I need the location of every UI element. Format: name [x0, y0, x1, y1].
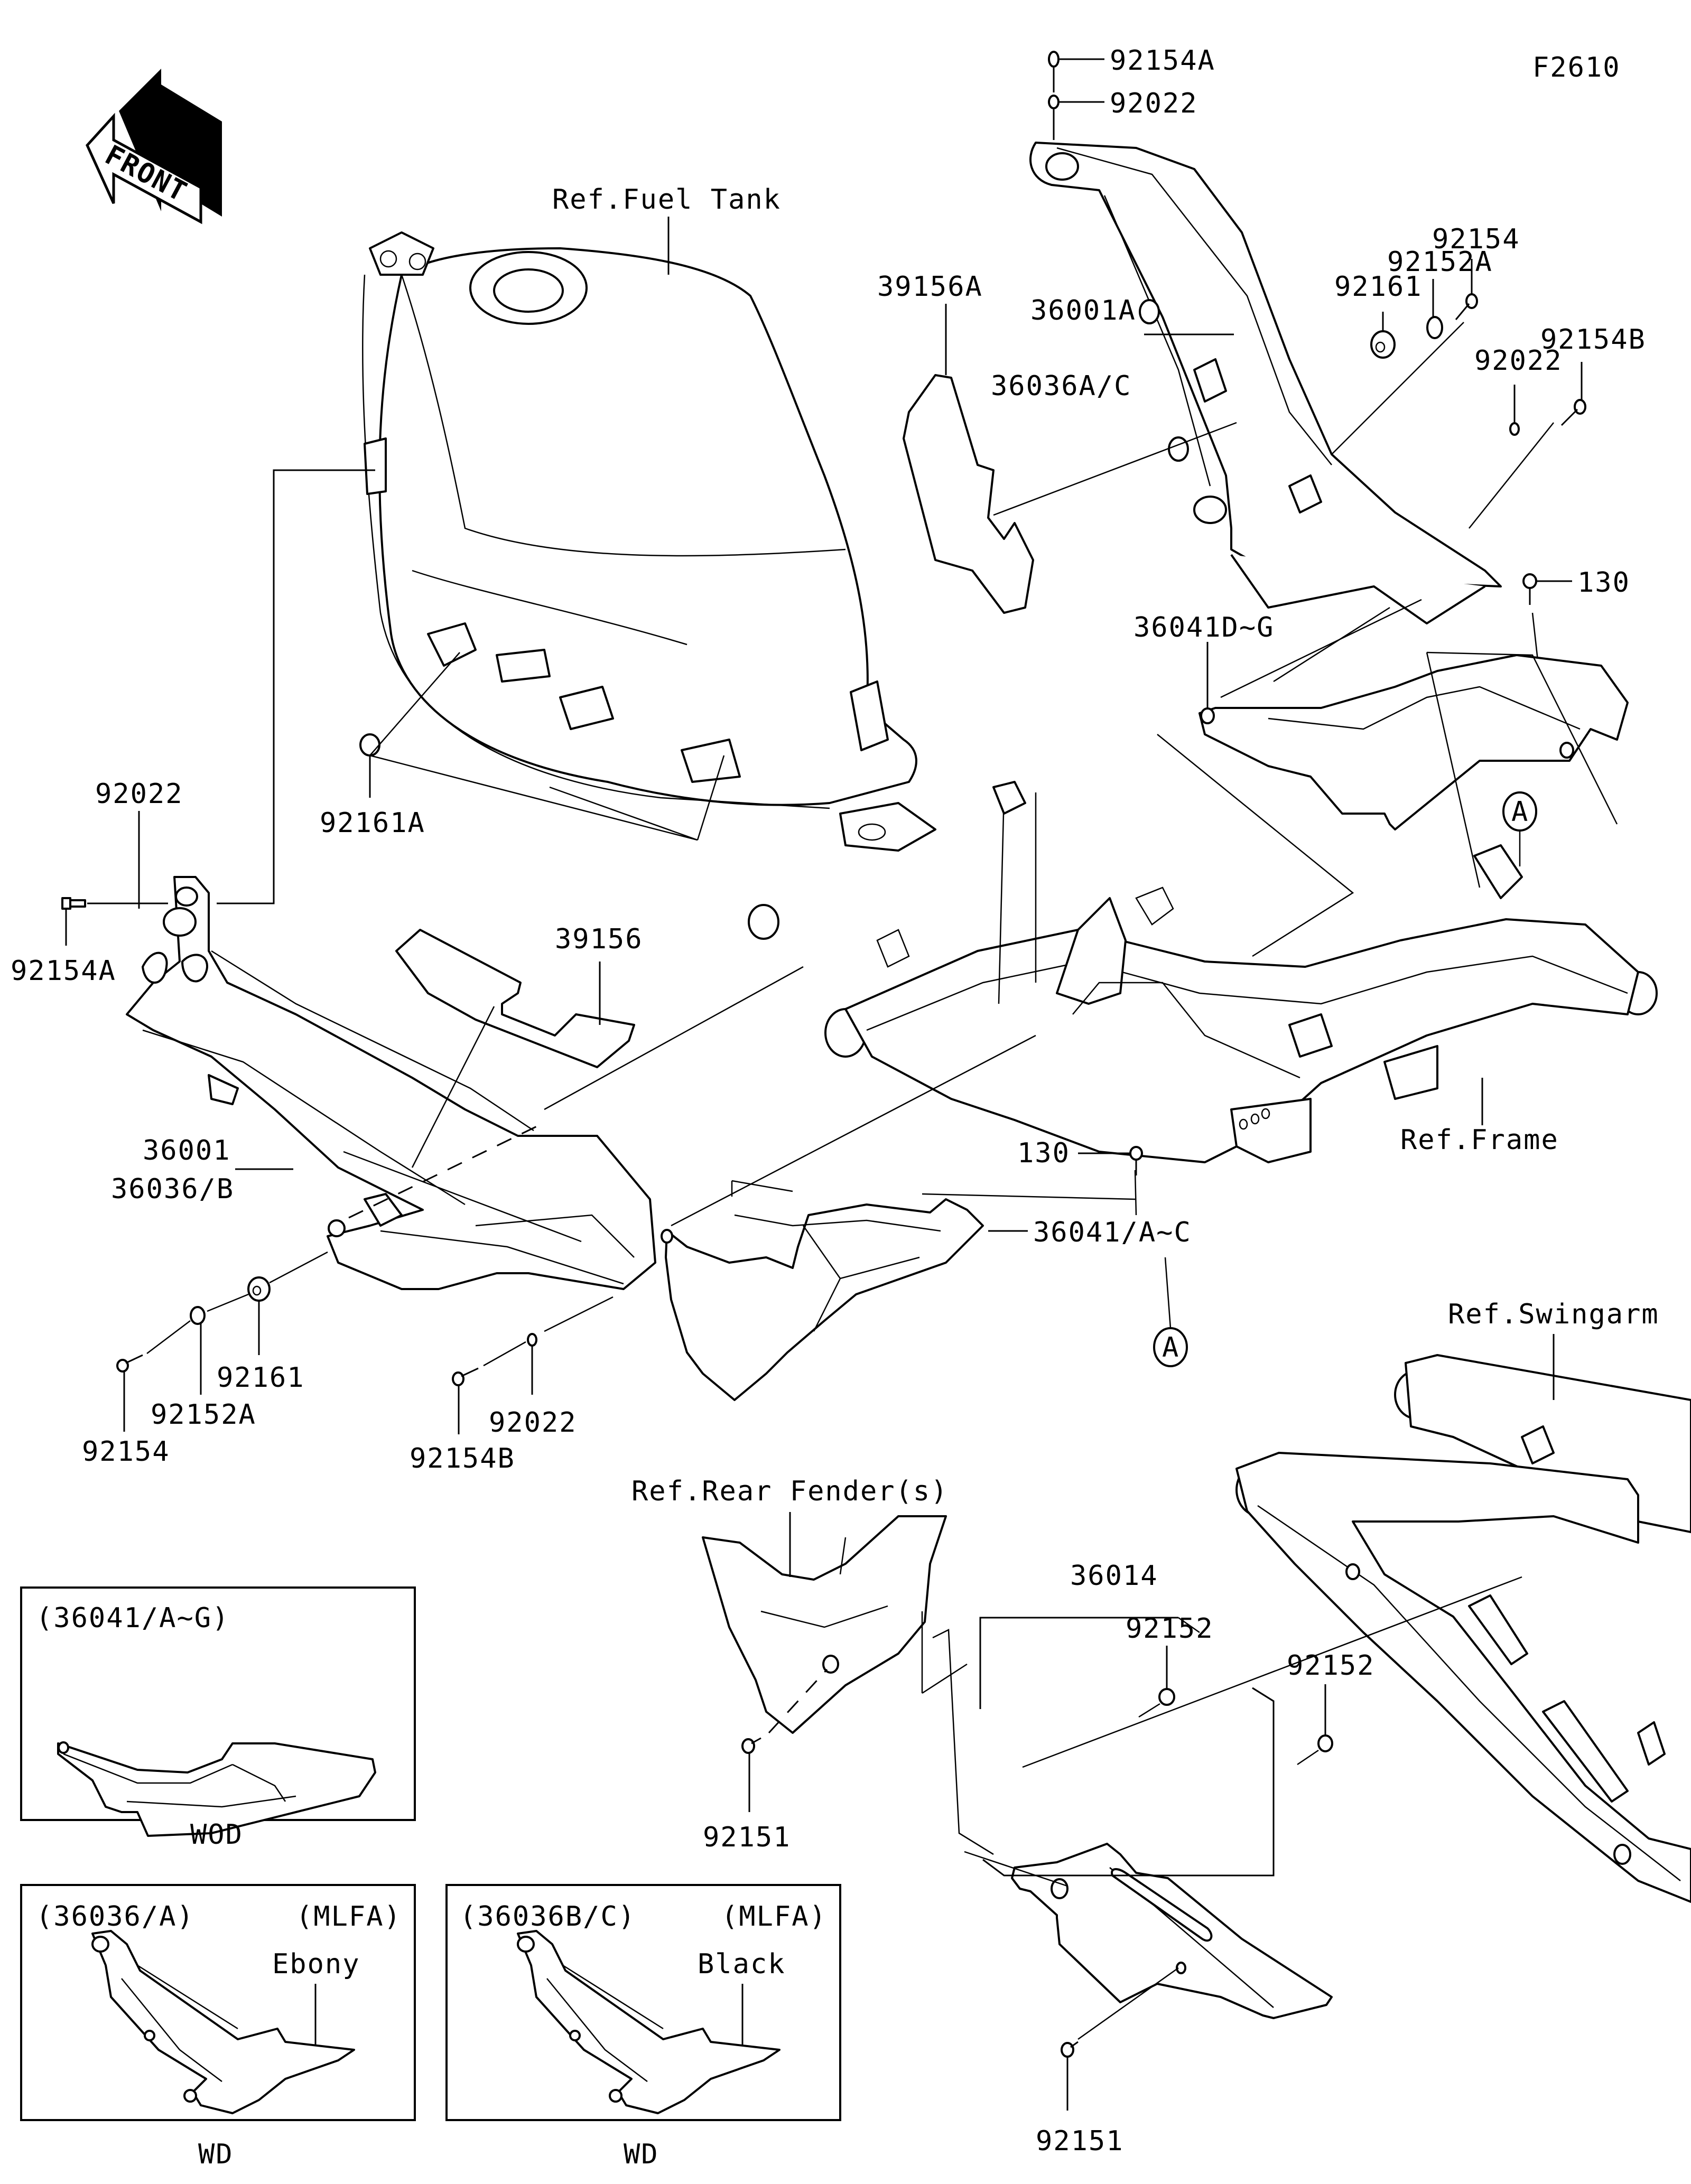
pad-39156	[395, 929, 635, 1068]
label-36036B: 36036/B	[111, 1173, 234, 1205]
label-92161A: 92161A	[320, 807, 425, 839]
inset-caption-wd-1: WD	[198, 2139, 234, 2170]
ref-rear-fender-label: Ref.Rear Fender(s)	[631, 1476, 949, 1507]
label-130-right: 130	[1577, 567, 1630, 599]
label-36001A: 36001A	[1030, 295, 1136, 326]
label-92152-b: 92152	[1287, 1650, 1375, 1682]
inset-box-36036BC-black: (36036B/C) (MLFA) Black WD	[445, 1884, 841, 2170]
swingarm-reference	[1235, 1354, 1691, 1903]
bolt-92151-fender-icon	[741, 1737, 761, 1754]
grommet-92161-left-icon	[247, 1276, 271, 1302]
leader-36014	[979, 1617, 1178, 1709]
label-92022-right: 92022	[1474, 345, 1563, 377]
label-92022-top: 92022	[1110, 88, 1198, 119]
label-92161-right: 92161	[1334, 271, 1423, 303]
inset-color-ebony: Ebony	[272, 1948, 360, 1980]
ref-fuel-tank-label: Ref.Fuel Tank	[552, 184, 781, 216]
label-92154B-right: 92154B	[1540, 324, 1646, 356]
frame-reference	[748, 781, 1658, 1163]
washer-92022-right-icon	[1509, 422, 1520, 436]
svg-text:A: A	[1162, 1332, 1179, 1364]
washer-92022-left-low-icon	[527, 1333, 537, 1347]
label-36001: 36001	[143, 1135, 231, 1166]
inset-box-36041-wod: (36041/A~G) WOD	[20, 1586, 416, 1851]
label-92154A-top: 92154A	[1110, 45, 1215, 77]
inset-tag-mlfa-1: (MLFA)	[296, 1901, 402, 1933]
label-92151-fender: 92151	[703, 1822, 791, 1853]
bolt-92154A-top-icon	[1048, 51, 1060, 68]
grommet-92161-right-icon	[1370, 330, 1396, 359]
inset-tag-mlfa-2: (MLFA)	[721, 1901, 827, 1933]
svg-text:A: A	[1511, 796, 1529, 828]
inset-title-36036BC: (36036B/C)	[460, 1901, 636, 1933]
reference-marker-A-top: A	[1502, 791, 1537, 832]
label-92154-right: 92154	[1432, 223, 1520, 255]
label-92154A-left: 92154A	[11, 955, 116, 987]
label-92152A-right: 92152A	[1387, 246, 1493, 278]
inset-title-36041: (36041/A~G)	[36, 1602, 229, 1634]
collar-92152A-left-icon	[190, 1306, 206, 1325]
nut-92152-b-icon	[1317, 1734, 1333, 1752]
label-92154-left: 92154	[82, 1436, 170, 1468]
inset-caption-wd-2: WD	[624, 2139, 659, 2170]
inset-caption-wod: WOD	[190, 1819, 243, 1851]
reference-marker-A-bottom: A	[1153, 1327, 1188, 1367]
label-92152A-left: 92152A	[151, 1399, 256, 1431]
rear-fender-reference	[702, 1515, 947, 1734]
label-92152-a: 92152	[1126, 1613, 1214, 1645]
label-92022-left: 92022	[95, 778, 183, 810]
inset-box-36036A-ebony: (36036/A) (MLFA) Ebony WD	[20, 1884, 416, 2170]
label-36014: 36014	[1070, 1560, 1158, 1592]
chain-guard-36014	[1011, 1843, 1333, 2019]
bolt-92154-left-icon	[116, 1354, 143, 1373]
fuel-tank-reference	[362, 231, 936, 852]
side-cover-right-36001A	[1029, 142, 1502, 624]
label-36041D-G: 36041D~G	[1133, 612, 1274, 643]
leader-fuel-tank-mount	[217, 469, 375, 904]
label-39156A: 39156A	[877, 271, 983, 303]
pad-39156A	[903, 374, 1034, 614]
ref-swingarm-label: Ref.Swingarm	[1448, 1299, 1659, 1330]
label-130-mid: 130	[1017, 1137, 1070, 1169]
inset-color-black: Black	[698, 1948, 786, 1980]
washer-92022-top-icon	[1048, 95, 1060, 109]
front-direction-arrow-icon: FRONT	[86, 69, 222, 225]
nut-92152-a-icon	[1158, 1688, 1175, 1706]
label-36036AC: 36036A/C	[991, 370, 1131, 402]
ref-frame-label: Ref.Frame	[1400, 1124, 1559, 1156]
bolt-92154B-right-icon	[1560, 399, 1586, 426]
rear-cover-36041A-C	[661, 1198, 984, 1401]
label-92161-left: 92161	[217, 1362, 305, 1394]
bolt-92154-right-icon	[1455, 293, 1478, 320]
label-92022-left-low: 92022	[489, 1407, 577, 1439]
side-cover-left-36001	[126, 876, 656, 1290]
label-92151-guard: 92151	[1036, 2125, 1124, 2157]
bolt-92151-guard-icon	[1061, 2041, 1079, 2058]
bolt-92154B-left-icon	[452, 1367, 479, 1386]
rear-cover-36041D-G	[1198, 654, 1629, 830]
bolt-130-mid-icon	[1129, 1146, 1143, 1175]
bolt-130-right-icon	[1522, 573, 1537, 605]
grommet-92161A-icon	[359, 733, 380, 757]
label-92154B-left: 92154B	[410, 1443, 515, 1474]
figure-id: F2610	[1532, 52, 1621, 83]
label-39156: 39156	[555, 923, 643, 955]
inset-title-36036A: (36036/A)	[36, 1901, 194, 1933]
label-36041A-C: 36041/A~C	[1033, 1217, 1192, 1248]
bolt-92154A-left-icon	[61, 897, 86, 910]
collar-92152A-right-icon	[1426, 316, 1443, 339]
